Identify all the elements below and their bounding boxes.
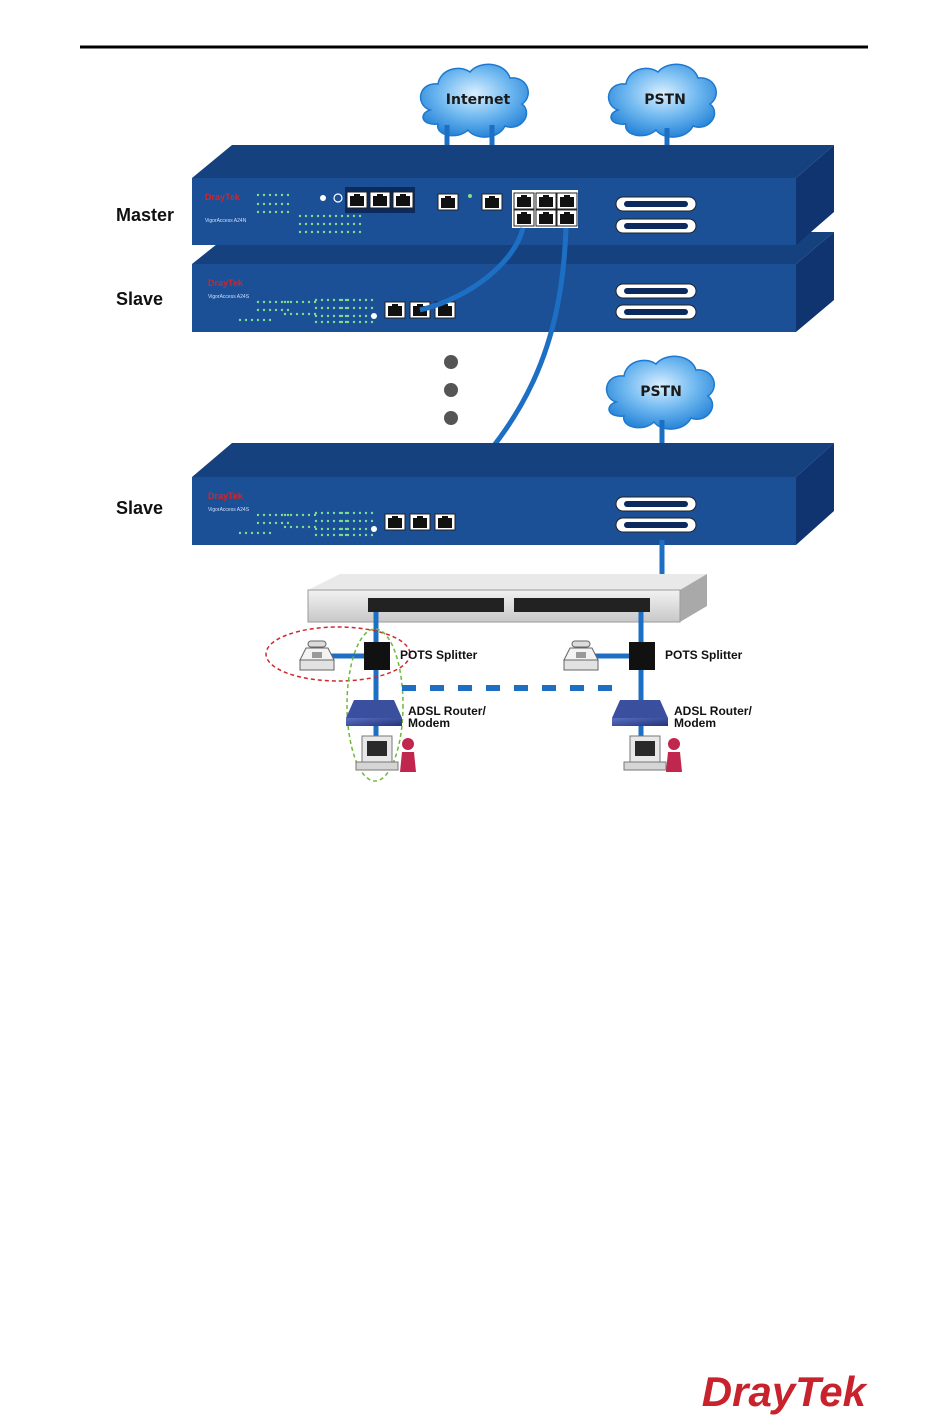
pstn-top-label: PSTN	[644, 92, 686, 108]
left-router-label-2: Modem	[408, 716, 450, 730]
slave2-model: VigorAccess A24S	[208, 507, 250, 513]
right-pc-icon	[624, 736, 666, 770]
right-phone-icon	[564, 641, 598, 670]
right-splitter-icon	[629, 642, 655, 670]
slave2-reset-icon	[371, 526, 377, 532]
slave1-brand: DrayTek	[208, 278, 244, 288]
slave1-label: Slave	[116, 289, 163, 309]
slave2-unit: DrayTek VigorAccess A24S	[192, 443, 834, 545]
slave2-brand: DrayTek	[208, 491, 244, 501]
ellipsis-dot	[444, 383, 458, 397]
master-label: Master	[116, 205, 174, 225]
right-splitter-label: POTS Splitter	[665, 648, 743, 662]
internet-label: Internet	[446, 92, 511, 108]
patch-panel	[308, 574, 707, 622]
master-brand: DrayTek	[205, 192, 241, 202]
ellipsis-dot	[444, 355, 458, 369]
master-model: VigorAccess A24N	[205, 218, 247, 224]
right-router-icon	[612, 700, 668, 726]
left-phone-icon	[300, 641, 334, 670]
slave2-label: Slave	[116, 498, 163, 518]
left-splitter-label: POTS Splitter	[400, 648, 478, 662]
slave1-reset-icon	[371, 313, 377, 319]
left-splitter-icon	[364, 642, 390, 670]
left-user-icon	[400, 738, 416, 772]
internet-cloud: Internet	[421, 64, 529, 137]
left-router-icon	[346, 700, 402, 726]
right-router-label-2: Modem	[674, 716, 716, 730]
pstn-cloud-top: PSTN	[609, 64, 717, 137]
ellipsis-dot	[444, 411, 458, 425]
left-pc-icon	[356, 736, 398, 770]
master-unit: DrayTek VigorAccess A24N	[192, 145, 834, 245]
master-reset-icon	[320, 195, 326, 201]
pstn-bottom-label: PSTN	[640, 384, 682, 400]
slave1-model: VigorAccess A24S	[208, 294, 250, 300]
draytek-logo: DrayTek	[702, 1368, 869, 1415]
pstn-cloud-bottom: PSTN	[607, 356, 715, 429]
right-user-icon	[666, 738, 682, 772]
